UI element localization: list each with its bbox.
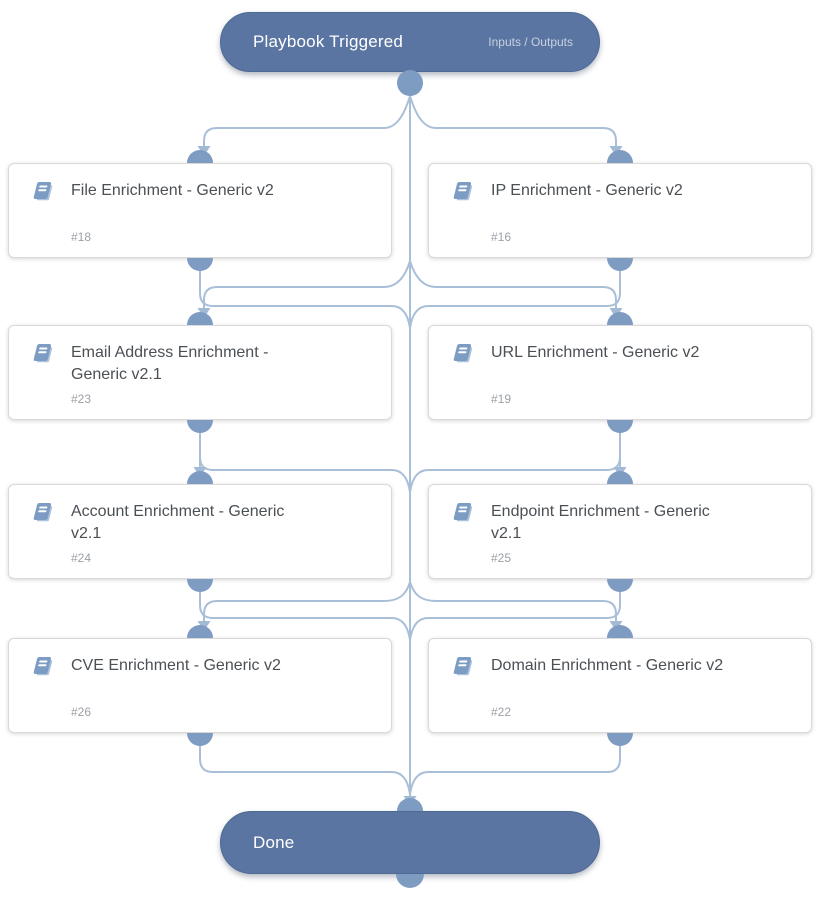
block-id: #22 (491, 705, 512, 719)
connector-port[interactable] (187, 579, 213, 592)
connector-port[interactable] (607, 150, 633, 163)
block-id: #18 (71, 230, 92, 244)
block-file-enrichment[interactable]: File Enrichment - Generic v2 #18 (8, 163, 392, 258)
connector-edge (203, 95, 411, 148)
connector-edge (199, 591, 411, 641)
block-account-enrichment[interactable]: Account Enrichment - Generic v2.1 #24 (8, 484, 392, 579)
connector-port[interactable] (397, 798, 423, 811)
end-node-label: Done (253, 832, 295, 852)
connector-port[interactable] (187, 733, 213, 746)
start-node-label: Playbook Triggered (253, 32, 404, 51)
connector-port[interactable] (607, 420, 633, 433)
connector-edge (409, 260, 617, 310)
edge-arrow-icon (609, 308, 623, 318)
connector-edge (409, 745, 621, 795)
edge-arrow-icon (609, 621, 623, 631)
block-title: Endpoint Enrichment - Generic v2.1 (491, 503, 710, 542)
connector-edge (409, 95, 617, 148)
connector-port[interactable] (187, 471, 213, 484)
playbook-book-icon (449, 501, 475, 525)
connector-edge (203, 260, 411, 310)
connector-edge (409, 591, 621, 641)
block-title: Domain Enrichment - Generic v2 (491, 657, 724, 674)
connector-port[interactable] (607, 579, 633, 592)
edge-arrow-icon (193, 467, 207, 477)
block-title: File Enrichment - Generic v2 (71, 182, 274, 199)
connector-port[interactable] (607, 471, 633, 484)
block-ip-enrichment[interactable]: IP Enrichment - Generic v2 #16 (428, 163, 812, 258)
connector-port[interactable] (607, 312, 633, 325)
block-title: IP Enrichment - Generic v2 (491, 182, 683, 199)
block-id: #26 (71, 705, 92, 719)
block-email-address-enrichment[interactable]: Email Address Enrichment - Generic v2.1 … (8, 325, 392, 420)
connector-port[interactable] (187, 625, 213, 638)
connector-edge (199, 270, 411, 329)
block-id: #19 (491, 392, 512, 406)
edge-arrow-icon (609, 146, 623, 156)
inputs-outputs-button[interactable]: Inputs / Outputs (488, 35, 573, 49)
block-cve-enrichment[interactable]: CVE Enrichment - Generic v2 #26 (8, 638, 392, 733)
connector-port[interactable] (607, 625, 633, 638)
end-node[interactable]: Done (220, 811, 600, 874)
edge-arrow-icon (197, 146, 211, 156)
connector-port[interactable] (187, 312, 213, 325)
connector-port[interactable] (396, 874, 424, 888)
block-url-enrichment[interactable]: URL Enrichment - Generic v2 #19 (428, 325, 812, 420)
edge-arrow-icon (197, 621, 211, 631)
edge-arrow-icon (403, 796, 417, 806)
block-id: #24 (71, 551, 92, 565)
block-endpoint-enrichment[interactable]: Endpoint Enrichment - Generic v2.1 #25 (428, 484, 812, 579)
edge-arrow-icon (197, 308, 211, 318)
playbook-book-icon (449, 655, 475, 679)
connector-edge (409, 581, 617, 623)
edge-arrow-icon (613, 467, 627, 477)
connector-port[interactable] (607, 733, 633, 746)
connector-port[interactable] (397, 70, 423, 96)
block-title: Email Address Enrichment - Generic v2.1 (71, 344, 269, 383)
connector-port[interactable] (187, 420, 213, 433)
connector-edge (203, 581, 411, 623)
playbook-book-icon (29, 342, 55, 366)
connector-edge (199, 745, 411, 795)
start-node[interactable]: Playbook Triggered Inputs / Outputs (220, 12, 600, 72)
block-title: Account Enrichment - Generic v2.1 (71, 503, 285, 542)
block-id: #25 (491, 551, 512, 565)
block-title: URL Enrichment - Generic v2 (491, 344, 700, 361)
block-title: CVE Enrichment - Generic v2 (71, 657, 281, 674)
playbook-book-icon (29, 501, 55, 525)
playbook-book-icon (449, 180, 475, 204)
playbook-book-icon (29, 655, 55, 679)
block-domain-enrichment[interactable]: Domain Enrichment - Generic v2 #22 (428, 638, 812, 733)
connector-port[interactable] (607, 258, 633, 271)
connector-edge (409, 270, 621, 329)
connector-port[interactable] (187, 258, 213, 271)
playbook-book-icon (29, 180, 55, 204)
block-id: #23 (71, 392, 92, 406)
connector-port[interactable] (187, 150, 213, 163)
playbook-book-icon (449, 342, 475, 366)
block-id: #16 (491, 230, 512, 244)
